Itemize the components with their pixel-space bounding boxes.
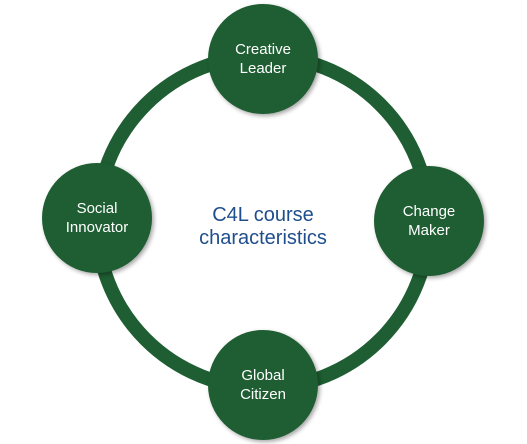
node-creative-leader: Creative Leader <box>208 4 318 114</box>
center-title: C4L course characteristics <box>199 204 327 249</box>
node-label: Social Innovator <box>65 200 129 236</box>
node-global-citizen: Global Citizen <box>208 330 318 440</box>
node-label: Change Maker <box>402 203 456 239</box>
node-label: Global Citizen <box>240 367 286 403</box>
node-social-innovator: Social Innovator <box>42 163 152 273</box>
node-label: Creative Leader <box>235 41 291 77</box>
node-change-maker: Change Maker <box>374 166 484 276</box>
